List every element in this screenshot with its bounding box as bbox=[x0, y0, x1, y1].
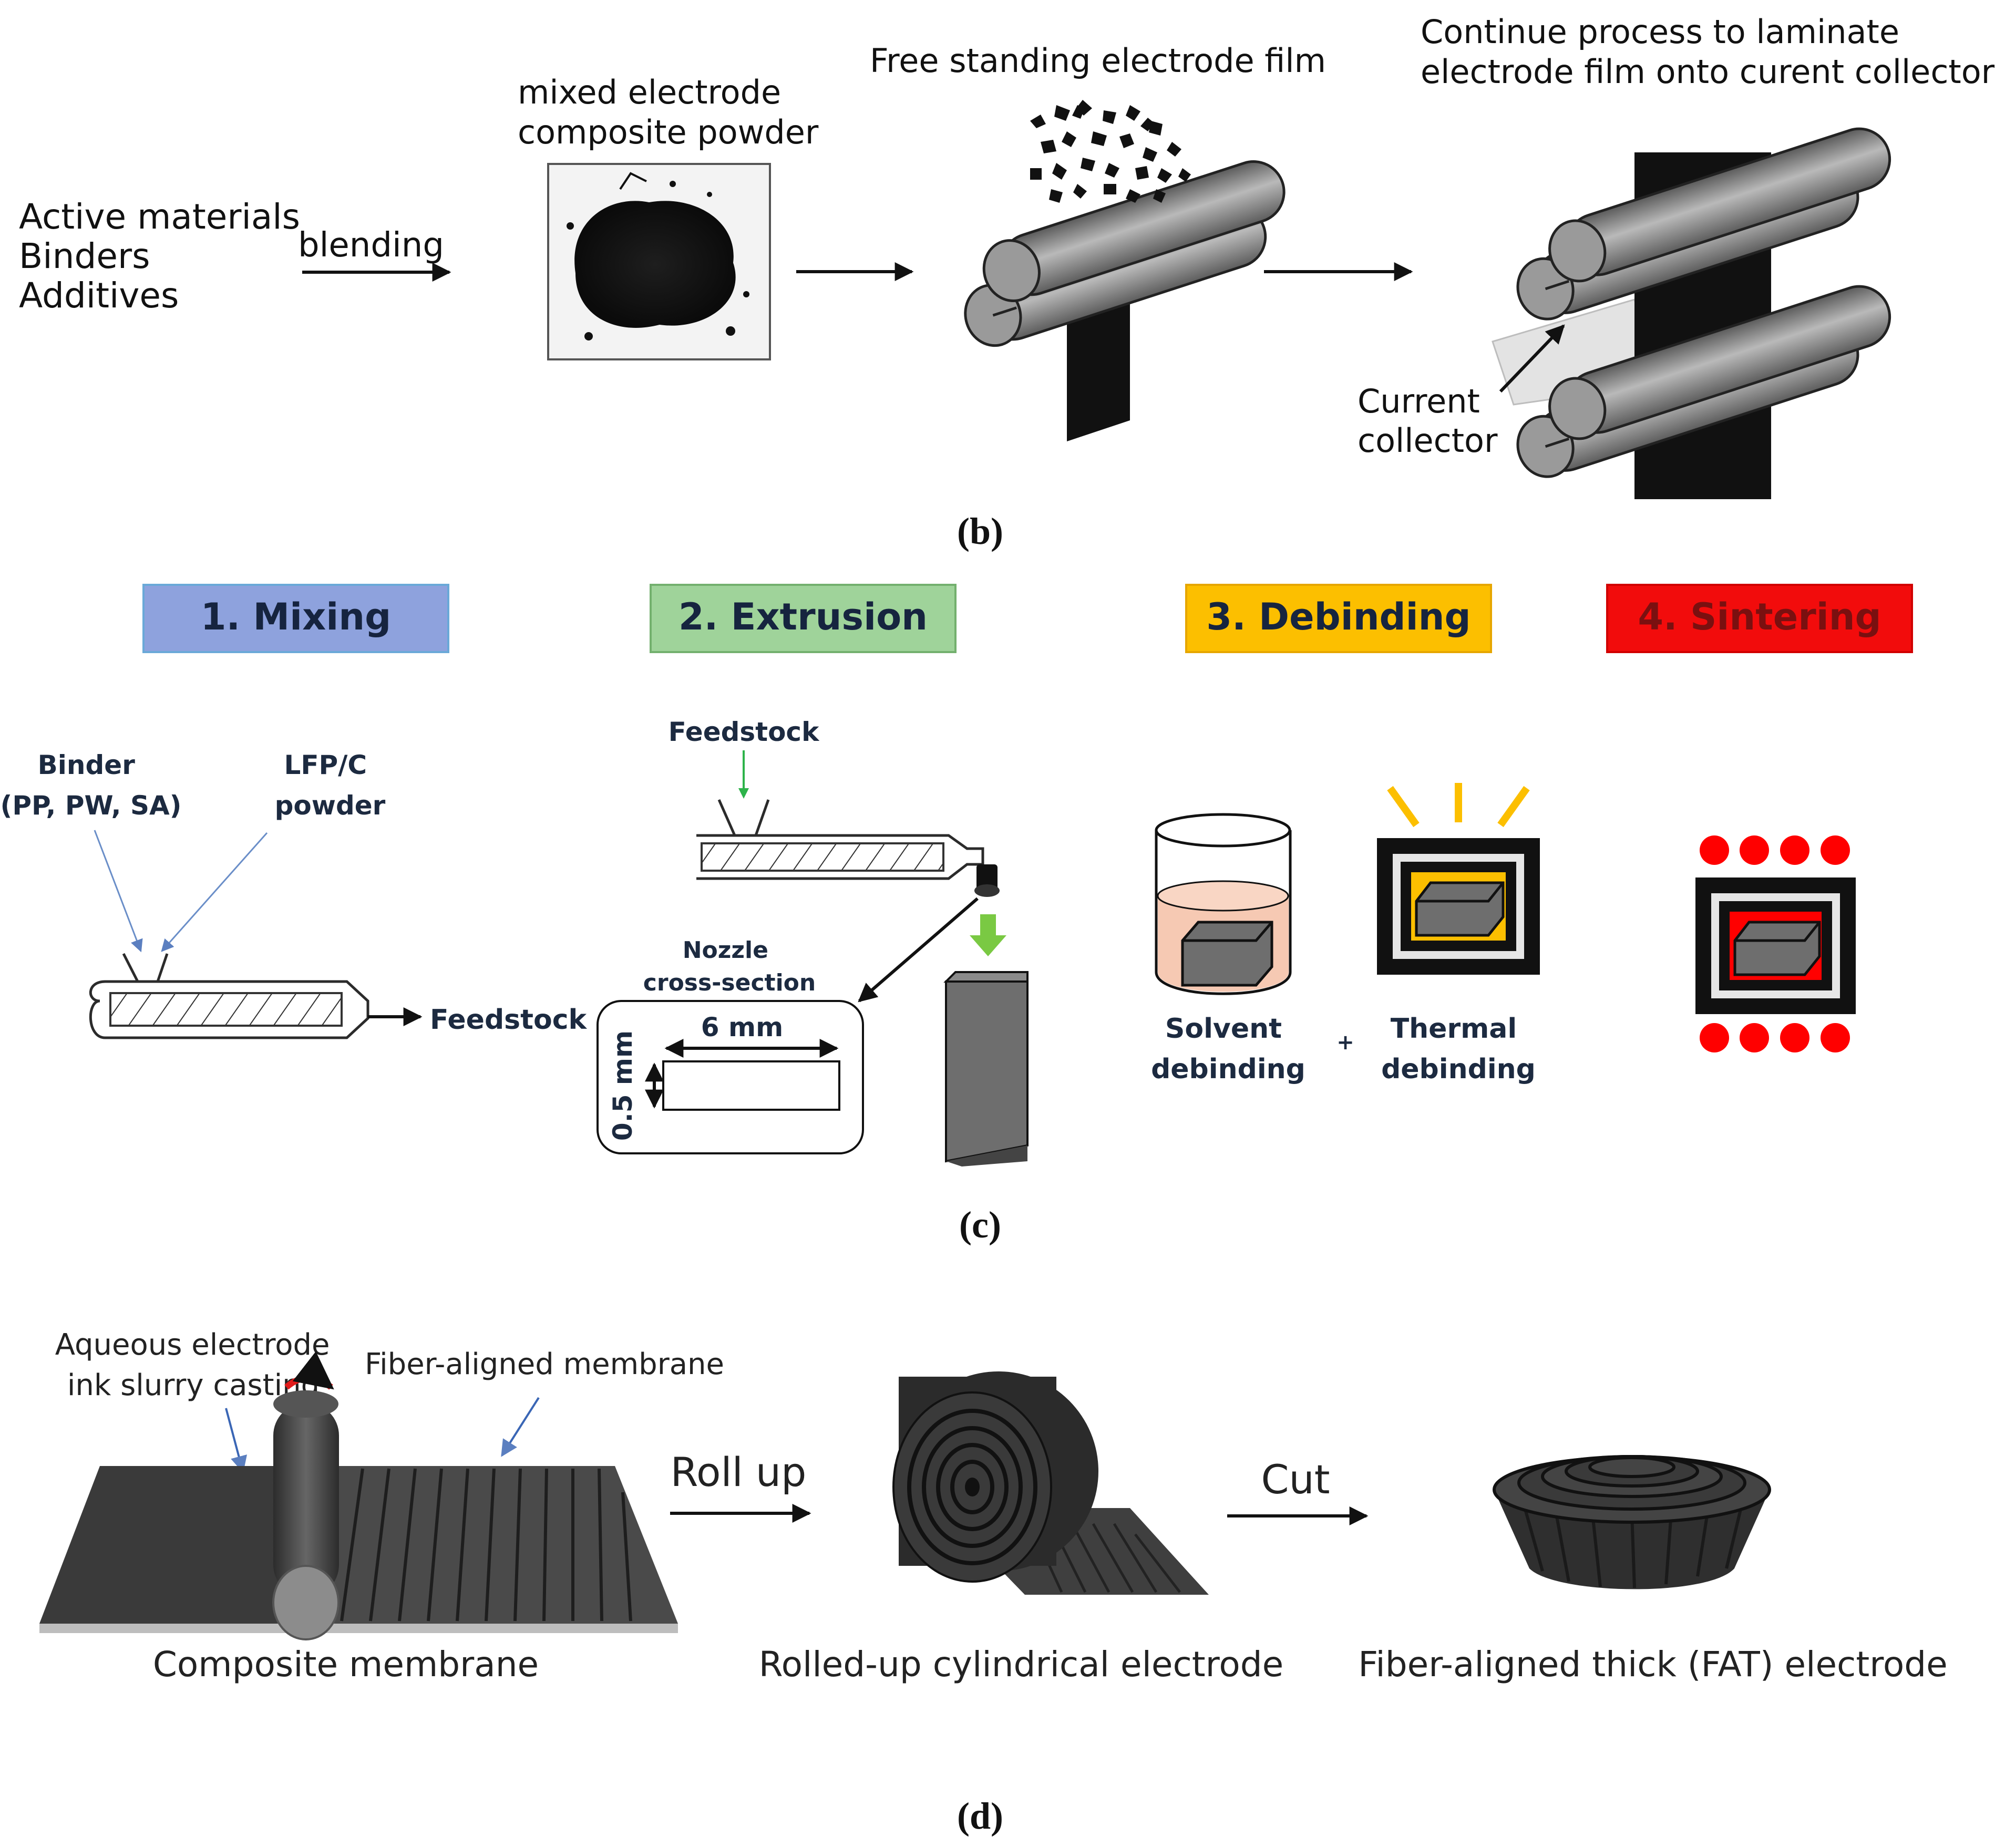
plus-sign: + bbox=[1336, 1030, 1354, 1055]
composite-membrane bbox=[39, 1351, 678, 1640]
step-debinding: 3. Debinding bbox=[1185, 584, 1492, 653]
laminate-label-line1: Continue process to laminate bbox=[1421, 13, 1899, 51]
thermal-furnace bbox=[1377, 783, 1540, 975]
lfp-label: LFP/C powder bbox=[275, 750, 386, 821]
binder-label-line1: Binder bbox=[38, 750, 136, 780]
step-extrusion: 2. Extrusion bbox=[650, 584, 957, 653]
step-debinding-label: 3. Debinding bbox=[1206, 595, 1471, 638]
membrane-label: Fiber-aligned membrane bbox=[365, 1347, 724, 1381]
extrusion-arrow-icon bbox=[970, 914, 1006, 956]
nozzle-label-line2: cross-section bbox=[643, 969, 816, 996]
fat-label: Fiber-aligned thick (FAT) electrode bbox=[1358, 1644, 1948, 1685]
input-additives: Additives bbox=[19, 275, 179, 316]
input-binders: Binders bbox=[19, 236, 150, 276]
calender-rollers bbox=[964, 100, 1286, 441]
ink-label: Aqueous electrode ink slurry casting bbox=[55, 1328, 340, 1402]
cut-label: Cut bbox=[1261, 1456, 1330, 1503]
lamination-rollers bbox=[1492, 127, 1891, 499]
composite-label: Composite membrane bbox=[153, 1644, 539, 1685]
panel-c: 1. Mixing 2. Extrusion 3. Debinding 4. S… bbox=[0, 584, 1913, 1246]
ink-label-line1: Aqueous electrode bbox=[55, 1328, 330, 1362]
step-extrusion-label: 2. Extrusion bbox=[678, 595, 928, 638]
panel-b: Active materials Binders Additives blend… bbox=[19, 13, 1995, 552]
sintering-furnace bbox=[1695, 835, 1856, 1052]
lfp-pointer bbox=[161, 832, 268, 952]
thermal-label-line2: debinding bbox=[1381, 1054, 1536, 1085]
thermal-label-line1: Thermal bbox=[1391, 1013, 1517, 1045]
step-sintering-box bbox=[1606, 584, 1913, 653]
solvent-label-line1: Solvent bbox=[1165, 1013, 1282, 1045]
powder-particles bbox=[1030, 100, 1191, 203]
caption-d: (d) bbox=[957, 1795, 1003, 1837]
step-mixing: 1. Mixing bbox=[142, 584, 449, 653]
fat-electrode bbox=[1493, 1455, 1771, 1589]
solvent-label-line2: debinding bbox=[1151, 1054, 1305, 1085]
extrusion-barrel bbox=[696, 799, 1000, 897]
caption-b: (b) bbox=[957, 510, 1003, 552]
step-mixing-box bbox=[142, 584, 449, 653]
panel-d: Aqueous electrode ink slurry casting Fib… bbox=[39, 1328, 1948, 1837]
laminate-label: Continue process to laminate electrode f… bbox=[1421, 13, 1995, 91]
current-collector-line1: Current bbox=[1358, 382, 1480, 420]
lfp-label-line2: powder bbox=[275, 790, 386, 821]
powder-photo bbox=[547, 163, 771, 360]
step-extrusion-box bbox=[650, 584, 957, 653]
caption-c: (c) bbox=[959, 1204, 1001, 1246]
thermal-label: Thermal debinding bbox=[1381, 1013, 1536, 1085]
binder-label: Binder (PP, PW, SA) bbox=[0, 750, 181, 821]
nozzle-label: Nozzle cross-section bbox=[643, 937, 816, 996]
current-collector-pointer bbox=[1499, 324, 1565, 393]
rolled-electrode bbox=[892, 1371, 1209, 1595]
mixing-extruder bbox=[89, 953, 423, 1039]
current-collector-label: Current collector bbox=[1358, 382, 1498, 460]
nozzle-height-label: 0.5 mm bbox=[608, 1030, 638, 1141]
extrusion-input-label: Feedstock bbox=[669, 717, 820, 747]
input-materials-text: Active materials Binders Additives bbox=[19, 197, 311, 316]
step-sintering: 4. Sintering bbox=[1606, 584, 1913, 653]
blending-label: blending bbox=[298, 226, 444, 265]
roll-up-label: Roll up bbox=[671, 1449, 807, 1495]
step-mixing-label: 1. Mixing bbox=[201, 595, 391, 638]
nozzle-label-line1: Nozzle bbox=[683, 937, 768, 964]
step-sintering-label: 4. Sintering bbox=[1638, 595, 1881, 638]
laminate-label-line2: electrode film onto curent collector bbox=[1421, 53, 1995, 91]
powder-label-line2: composite powder bbox=[518, 113, 819, 151]
ink-pointer bbox=[225, 1408, 248, 1473]
current-collector-line2: collector bbox=[1358, 421, 1498, 460]
powder-label: mixed electrode composite powder bbox=[518, 73, 819, 151]
nozzle-cross-section bbox=[597, 1000, 864, 1154]
extrudate-bar bbox=[943, 971, 1029, 1166]
powder-label-line1: mixed electrode bbox=[518, 73, 781, 111]
membrane-pointer bbox=[501, 1397, 540, 1457]
nozzle-pointer bbox=[858, 897, 979, 1003]
input-active-materials: Active materials bbox=[19, 197, 300, 237]
ink-label-line2: ink slurry casting bbox=[67, 1368, 320, 1402]
binder-pointer bbox=[94, 830, 143, 953]
binder-label-line2: (PP, PW, SA) bbox=[0, 790, 181, 821]
step-debinding-box bbox=[1185, 584, 1492, 653]
solvent-label: Solvent debinding bbox=[1151, 1013, 1305, 1085]
film-label: Free standing electrode film bbox=[870, 42, 1326, 80]
lfp-label-line1: LFP/C bbox=[284, 750, 367, 780]
mixing-output-label: Feedstock bbox=[430, 1004, 588, 1036]
rolled-label: Rolled-up cylindrical electrode bbox=[759, 1644, 1284, 1685]
solvent-beaker bbox=[1155, 813, 1292, 995]
nozzle-width-label: 6 mm bbox=[701, 1012, 783, 1042]
